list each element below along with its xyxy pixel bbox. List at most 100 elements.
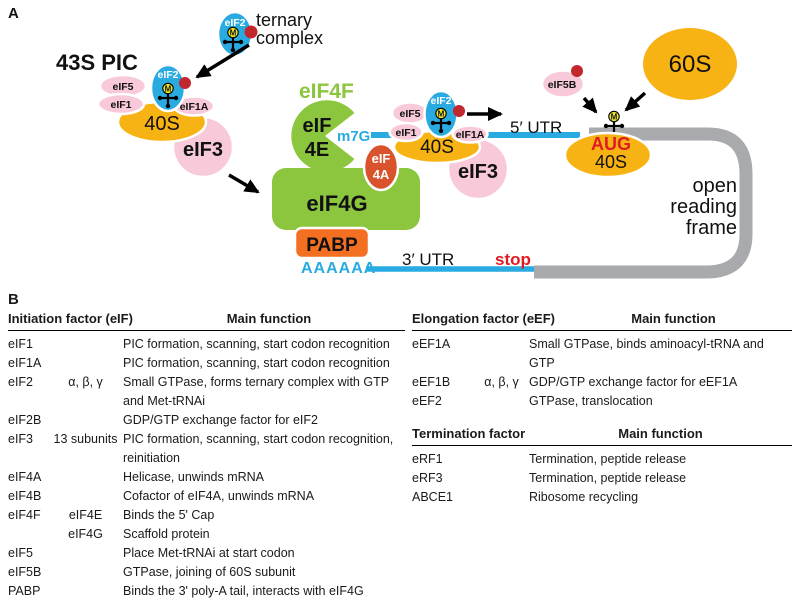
pabp-blob	[293, 226, 371, 260]
m7g-cap-label: m7G	[337, 128, 370, 145]
factor-name	[8, 525, 48, 544]
factor-name: eIF4F	[8, 508, 41, 522]
factor-name: eIF5	[8, 546, 34, 560]
met-label: M	[438, 109, 445, 118]
40s-label: 40S	[595, 152, 627, 172]
function-text: Small GTPase, forms ternary complex with…	[123, 375, 389, 408]
eif1-label: eIF1	[395, 127, 416, 139]
trna-icon: M	[157, 82, 179, 109]
eif1a-label: eIF1A	[456, 129, 485, 141]
ternary-complex: eIF2 M ternary complex	[216, 10, 323, 58]
eif3-label: eIF3	[458, 161, 498, 183]
gtp-dot	[453, 105, 465, 117]
eif4a-label-line1: eIF	[372, 151, 391, 166]
factor-column-header: Elongation factor (eEF)	[412, 311, 555, 326]
subunits	[474, 450, 529, 469]
eif1a-blob	[451, 124, 489, 144]
pic-43s: 43S PIC eIF5 eIF1 eIF1A eIF2 M 40S eIF3	[56, 50, 235, 179]
factor-name: eEF2	[412, 394, 442, 408]
subunits	[48, 335, 123, 354]
function-text: Binds the 5' Cap	[123, 508, 215, 522]
subunits	[48, 468, 123, 487]
eif4e-label-line2: 4E	[305, 139, 329, 161]
factor-name: eIF2	[8, 375, 34, 389]
orf-label-line3: frame	[686, 217, 737, 239]
eif3-label: eIF3	[183, 139, 223, 161]
trna-icon: M	[430, 107, 452, 134]
function-text: PIC formation, scanning, start codon rec…	[123, 356, 390, 370]
eif4e-label-line1: eIF	[303, 115, 332, 137]
60s-subunit: 60S	[643, 28, 737, 100]
polya-tail-label: AAAAAA	[301, 260, 376, 277]
60s-label: 60S	[669, 51, 712, 78]
eif5-label: eIF5	[399, 108, 420, 120]
subunits: eIF4E	[68, 508, 103, 522]
subunits: 13 subunits	[53, 432, 118, 446]
panel-a-label: A	[8, 5, 19, 22]
eif4a-blob	[362, 142, 400, 192]
function-text: Ribosome recycling	[529, 490, 639, 504]
factor-name: eIF2B	[8, 413, 42, 427]
pabp-label: PABP	[306, 235, 358, 256]
factor-name: eEF1A	[412, 337, 451, 351]
subunits	[474, 392, 529, 411]
factor-name: eRF1	[412, 452, 443, 466]
trna-icon: M	[222, 26, 244, 53]
function-text: Scaffold protein	[123, 527, 210, 541]
ternary-caption-2: complex	[256, 28, 323, 48]
panel-a-diagram: A eIF2 M ternary complex 43S PIC eIF5 eI…	[8, 5, 753, 279]
gtp-dot	[571, 65, 583, 77]
panel-b-label: B	[8, 291, 19, 308]
pic-title: 43S PIC	[56, 50, 138, 75]
function-column-header: Main function	[618, 426, 703, 441]
factor-name: eIF4B	[8, 489, 42, 503]
factor-name: eIF5B	[8, 565, 42, 579]
eif4g-label: eIF4G	[306, 191, 367, 216]
open-reading-frame-line	[534, 127, 753, 279]
40s-blob	[563, 131, 653, 179]
factor-name: eIF1A	[8, 356, 42, 370]
met-label: M	[230, 28, 237, 37]
met-label: M	[611, 112, 618, 121]
function-text: GDP/GTP exchange factor for eIF2	[123, 413, 318, 427]
table-row: eEF1A Small GTPase, binds aminoacyl-tRNA …	[412, 335, 792, 373]
5utr-label: 5′ UTR	[510, 118, 562, 137]
40s-label: 40S	[420, 137, 454, 158]
function-text: Cofactor of eIF4A, unwinds mRNA	[123, 489, 315, 503]
function-text: Place Met-tRNAi at start codon	[123, 546, 295, 560]
subunits	[48, 563, 123, 582]
function-column-header: Main function	[631, 311, 716, 326]
subunits: α, β, γ	[484, 375, 519, 389]
subunits	[48, 544, 123, 563]
orf-label-line2: reading	[670, 196, 737, 218]
function-text: PIC formation, scanning, start codon rec…	[123, 432, 394, 465]
function-text: Small GTPase, binds aminoacyl-tRNA and G…	[529, 337, 764, 370]
subunits	[474, 488, 529, 507]
subunits	[48, 411, 123, 430]
eif5b-label: eIF5B	[548, 79, 577, 91]
met-label: M	[165, 84, 172, 93]
table-row: eIF4A Helicase, unwinds mRNA	[8, 468, 405, 487]
table-row: eIF5 Place Met-tRNAi at start codon	[8, 544, 405, 563]
factor-name: eEF1B	[412, 375, 451, 389]
factor-name: eIF4A	[8, 470, 42, 484]
factor-name: eIF1	[8, 337, 34, 351]
factor-name: eRF3	[412, 471, 443, 485]
function-text: Helicase, unwinds mRNA	[123, 470, 265, 484]
subunits	[474, 469, 529, 488]
eif2-label: eIF2	[430, 95, 451, 107]
subunits	[474, 335, 529, 373]
start-codon-complex: M AUG 40S	[563, 110, 653, 179]
factor-column-header: Initiation factor (eIF)	[8, 311, 133, 326]
eif5b-blob	[540, 69, 586, 99]
elongation-factor-table: Elongation factor (eEF) Main function eE…	[412, 310, 792, 411]
subunits	[48, 354, 123, 373]
table-row: eIF1A PIC formation, scanning, start codo…	[8, 354, 405, 373]
